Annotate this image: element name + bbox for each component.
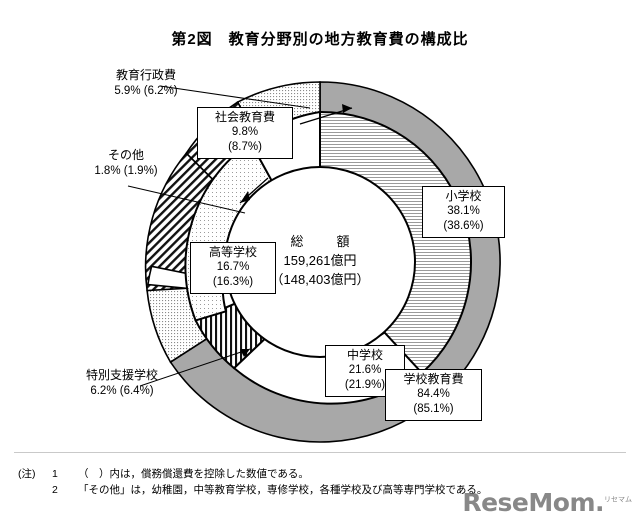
leader-other	[127, 185, 246, 214]
leader-admin	[159, 85, 311, 109]
arrowhead-special	[240, 349, 250, 357]
label-social-education: 社会教育費 9.8% (8.7%)	[197, 107, 293, 159]
label-social-education-name: 社会教育費	[214, 110, 275, 124]
label-junior-high-school-value-excl: (21.9%)	[344, 379, 386, 392]
label-education-administration-value-excl: (6.2%)	[143, 84, 178, 97]
label-special-needs-school-value: 6.2%	[90, 384, 117, 397]
label-school-education: 学校教育費 84.4% (85.1%)	[385, 369, 482, 421]
label-special-needs-school-value-excl: (6.4%)	[119, 384, 154, 397]
label-school-education-value: 84.4%	[417, 388, 450, 401]
page-title: 第2図 教育分野別の地方教育費の構成比	[171, 31, 469, 48]
label-junior-high-school-name: 中学校	[346, 348, 383, 362]
label-education-administration-value: 5.9%	[114, 84, 141, 97]
footer-notes: (注) 1 （ ）内は，償務償還費を控除した数値である。 2 「その他」は，幼稚…	[18, 466, 622, 499]
watermark-text: ReseMom.	[462, 488, 604, 517]
note-lead-spacer	[18, 482, 52, 498]
label-school-education-value-excl: (85.1%)	[413, 403, 454, 416]
center-total-amount: 159,261億円	[283, 252, 357, 268]
label-high-school-name: 高等学校	[208, 245, 257, 259]
label-social-education-value-excl: (8.7%)	[228, 141, 262, 154]
label-elementary-school-name: 小学校	[445, 189, 482, 203]
label-other: その他 1.8% (1.9%)	[78, 148, 174, 179]
label-social-education-value: 9.8%	[231, 126, 259, 139]
label-elementary-school-value: 38.1%	[447, 205, 480, 218]
note-row-1: (注) 1 （ ）内は，償務償還費を控除した数値である。	[18, 466, 622, 482]
watermark-sup: リセマム	[604, 495, 632, 504]
note-text-1: （ ）内は，償務償還費を控除した数値である。	[78, 468, 309, 480]
label-high-school-value-excl: (16.3%)	[212, 276, 254, 289]
label-elementary-school-value-excl: (38.6%)	[443, 220, 484, 233]
note-number-2: 2	[52, 484, 58, 497]
label-education-administration: 教育行政費 5.9% (6.2%)	[86, 68, 206, 99]
label-other-value-excl: (1.9%)	[123, 164, 158, 177]
arrowhead-social	[240, 191, 250, 203]
footer-divider	[14, 452, 626, 453]
note-text-2: 「その他」は，幼稚園，中等教育学校，専修学校，各種学校及び高等専門学校である。	[78, 484, 488, 497]
label-education-administration-name: 教育行政費	[115, 68, 176, 82]
label-school-education-name: 学校教育費	[403, 372, 464, 386]
leader-lines	[127, 85, 353, 387]
label-special-needs-school-name: 特別支援学校	[85, 368, 158, 382]
resemom-watermark: ReseMom.リセマム	[462, 488, 632, 517]
label-special-needs-school: 特別支援学校 6.2% (6.4%)	[52, 368, 192, 399]
label-high-school-value: 16.7%	[216, 261, 250, 274]
center-total-label: 総 額	[290, 234, 360, 249]
note-row-2: 2 「その他」は，幼稚園，中等教育学校，専修学校，各種学校及び高等専門学校である…	[18, 482, 622, 498]
center-total: 総 額 159,261億円 （148,403億円）	[240, 233, 400, 290]
label-high-school: 高等学校 16.7% (16.3%)	[190, 242, 276, 294]
note-number-1: 1	[52, 468, 58, 480]
center-total-amount-excl: （148,403億円）	[270, 271, 370, 287]
label-elementary-school: 小学校 38.1% (38.6%)	[422, 186, 505, 238]
arrowhead-admin	[342, 104, 352, 113]
label-other-value: 1.8%	[94, 164, 121, 177]
note-lead: (注)	[18, 468, 36, 480]
label-junior-high-school-value: 21.6%	[348, 364, 382, 377]
label-other-name: その他	[107, 148, 144, 162]
leader-special	[139, 348, 251, 387]
